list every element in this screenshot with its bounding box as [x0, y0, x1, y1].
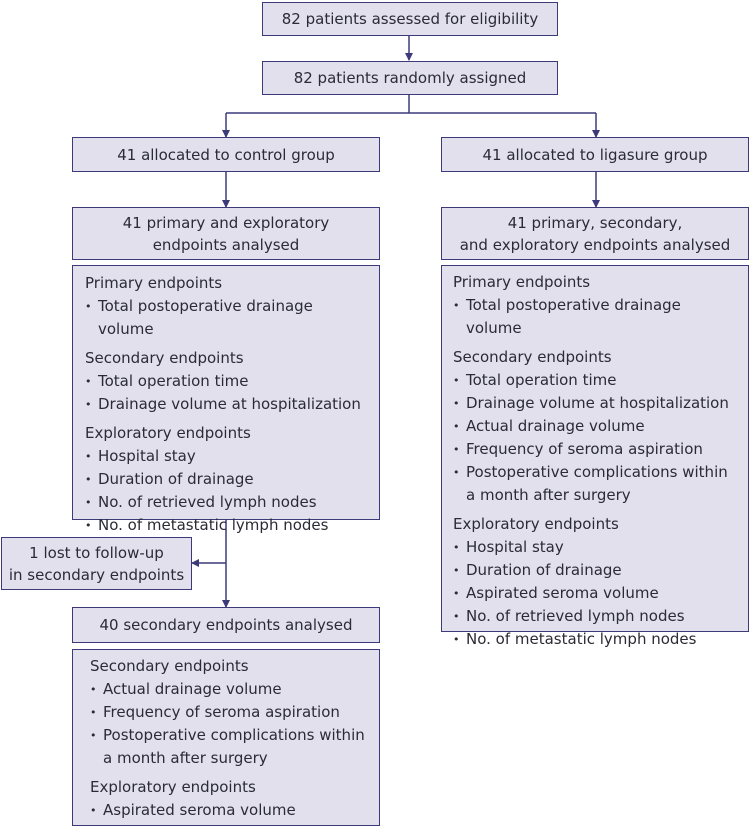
control-allocated-box: 41 allocated to control group: [72, 137, 380, 172]
control-final-endpoints-box: Secondary endpoints Actual drainage volu…: [72, 649, 380, 826]
ligasure-primary-title: Primary endpoints: [453, 273, 591, 291]
control-endpoints-box: Primary endpoints Total postoperative dr…: [72, 265, 380, 534]
final-exploratory-title: Exploratory endpoints: [90, 778, 256, 796]
ligasure-exploratory-item: Duration of drainage: [453, 559, 740, 582]
control-primary-title: Primary endpoints: [85, 274, 223, 292]
eligibility-text: 82 patients assessed for eligibility: [281, 10, 539, 28]
ligasure-secondary-item: Drainage volume at hospitalization: [453, 392, 740, 415]
secondary-analysed-text: 40 secondary endpoints analysed: [99, 616, 353, 634]
lost-followup-line2: in secondary endpoints: [8, 565, 185, 584]
control-primary-item: Total postoperative drainage volume: [85, 295, 371, 341]
control-secondary-item: Total operation time: [85, 370, 371, 393]
randomized-box: 82 patients randomly assigned: [262, 61, 558, 95]
eligibility-box: 82 patients assessed for eligibility: [262, 2, 558, 36]
control-analysed-line2: endpoints analysed: [152, 235, 300, 254]
control-exploratory-title: Exploratory endpoints: [85, 424, 251, 442]
ligasure-secondary-title: Secondary endpoints: [453, 348, 612, 366]
ligasure-exploratory-item: Hospital stay: [453, 536, 740, 559]
lost-followup-box: 1 lost to follow-up in secondary endpoin…: [1, 537, 192, 590]
ligasure-analysed-line1: 41 primary, secondary,: [507, 213, 683, 232]
randomized-text: 82 patients randomly assigned: [293, 69, 527, 87]
secondary-analysed-box: 40 secondary endpoints analysed: [72, 607, 380, 643]
control-analysed-box: 41 primary and exploratory endpoints ana…: [72, 207, 380, 260]
control-secondary-title: Secondary endpoints: [85, 349, 244, 367]
control-exploratory-item: Duration of drainage: [85, 468, 371, 491]
ligasure-analysed-box: 41 primary, secondary, and exploratory e…: [441, 207, 749, 260]
final-secondary-item: Postoperative complications within a mon…: [90, 724, 375, 770]
ligasure-secondary-item: Actual drainage volume: [453, 415, 740, 438]
final-secondary-item: Actual drainage volume: [90, 678, 371, 701]
ligasure-exploratory-item: Aspirated seroma volume: [453, 582, 740, 605]
ligasure-exploratory-title: Exploratory endpoints: [453, 515, 619, 533]
control-exploratory-item: No. of metastatic lymph nodes: [85, 514, 371, 537]
control-secondary-item: Drainage volume at hospitalization: [85, 393, 371, 416]
control-allocated-text: 41 allocated to control group: [117, 145, 335, 164]
final-exploratory-item: Aspirated seroma volume: [90, 799, 371, 822]
ligasure-secondary-item: Frequency of seroma aspiration: [453, 438, 740, 461]
control-analysed-line1: 41 primary and exploratory: [122, 213, 330, 232]
ligasure-allocated-box: 41 allocated to ligasure group: [441, 137, 749, 172]
ligasure-exploratory-item: No. of retrieved lymph nodes: [453, 605, 740, 628]
ligasure-secondary-item: Postoperative complications within a mon…: [453, 461, 736, 507]
ligasure-allocated-text: 41 allocated to ligasure group: [482, 145, 708, 164]
lost-followup-line1: 1 lost to follow-up: [29, 543, 164, 562]
final-secondary-item: Frequency of seroma aspiration: [90, 701, 371, 724]
ligasure-exploratory-item: No. of metastatic lymph nodes: [453, 628, 740, 651]
ligasure-secondary-item: Total operation time: [453, 369, 740, 392]
ligasure-primary-item: Total postoperative drainage volume: [453, 294, 740, 340]
ligasure-endpoints-box: Primary endpoints Total postoperative dr…: [441, 265, 749, 648]
control-exploratory-item: No. of retrieved lymph nodes: [85, 491, 371, 514]
final-secondary-title: Secondary endpoints: [90, 657, 249, 675]
ligasure-analysed-line2: and exploratory endpoints analysed: [459, 235, 731, 254]
control-exploratory-item: Hospital stay: [85, 445, 371, 468]
